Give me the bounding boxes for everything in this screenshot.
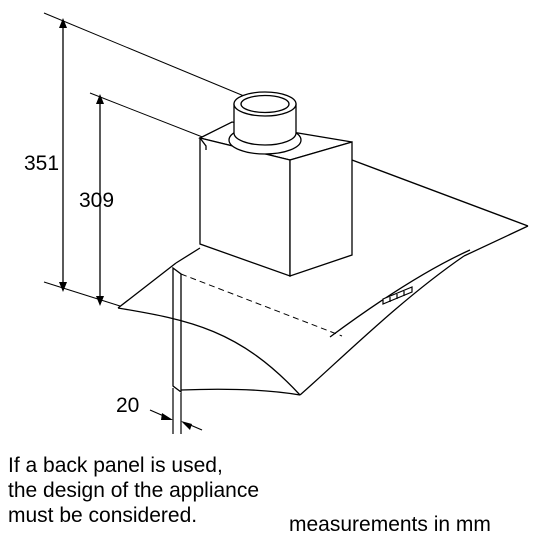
control-panel bbox=[382, 286, 413, 305]
dimension-overall-height bbox=[59, 18, 67, 292]
dimension-panel-thickness bbox=[149, 388, 203, 434]
glass-canopy bbox=[117, 159, 529, 396]
note-line-2: the design of the appliance bbox=[8, 479, 260, 502]
extension-lines bbox=[43, 12, 245, 307]
overall-height-label: 351 bbox=[24, 152, 59, 175]
chimney-height-label: 309 bbox=[79, 189, 114, 212]
note-line-3: must be considered. bbox=[8, 504, 198, 527]
note-line-1: If a back panel is used, bbox=[8, 454, 223, 477]
back-panel bbox=[172, 266, 182, 394]
back-panel-note: If a back panel is used, the design of t… bbox=[8, 453, 259, 528]
exhaust-collar bbox=[228, 91, 302, 155]
panel-thickness-label: 20 bbox=[116, 394, 139, 417]
dimension-chimney-height bbox=[96, 94, 104, 306]
hidden-edge-dashed bbox=[180, 273, 343, 337]
units-label: measurements in mm bbox=[289, 513, 491, 536]
